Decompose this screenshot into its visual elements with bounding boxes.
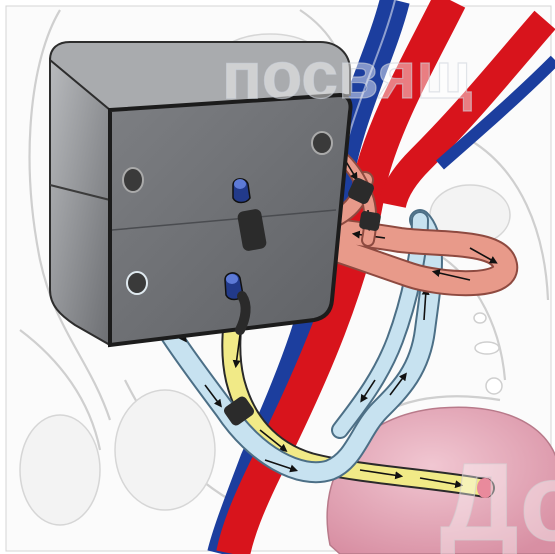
watermark-bottom: До [440,441,555,554]
watermark-top: посвящ [222,38,472,112]
cuff-icon [359,210,382,231]
drain-tube-neck [240,296,246,330]
connector-icon [233,179,250,203]
outflow-port [123,168,143,192]
inflow-port [127,272,147,294]
device-side [50,60,110,345]
arterial-port [312,132,332,154]
